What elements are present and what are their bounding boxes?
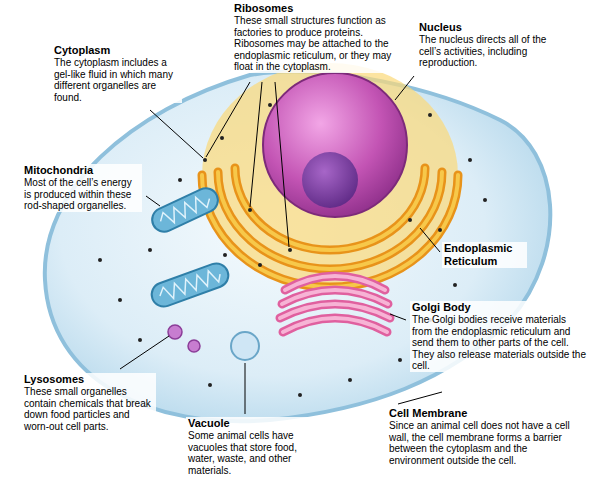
mitochondrion [148, 184, 222, 235]
label-text: The Golgi bodies receive materials from … [410, 314, 588, 372]
label-heading: Mitochondria [22, 164, 142, 177]
er-region [202, 63, 458, 287]
lysosome [168, 325, 182, 339]
label-heading: Nucleus [417, 21, 555, 34]
label-heading: Golgi Body [410, 301, 588, 314]
label-heading: Ribosomes [232, 2, 412, 15]
mitochondrion [148, 260, 231, 310]
label-text: The nucleus directs all of the cell’s ac… [417, 34, 555, 69]
label-heading: Cytoplasm [52, 44, 182, 57]
golgi-body [280, 276, 390, 332]
label-text: These small structures function as facto… [232, 15, 412, 73]
label-heading: Vacuole [186, 417, 318, 430]
leader-lines [120, 76, 442, 414]
vacuole [231, 332, 259, 360]
label-heading: Cell Membrane [387, 407, 587, 420]
nucleolus [302, 152, 358, 208]
label-heading: Endoplasmic Reticulum [442, 242, 527, 268]
label-text: The cytoplasm includes a gel-like fluid … [52, 57, 182, 103]
lysosome [188, 340, 200, 352]
label-text: Most of the cell’s energy is produced wi… [22, 177, 142, 212]
label-text: Some animal cells have vacuoles that sto… [186, 430, 318, 476]
label-heading: Lysosomes [22, 373, 156, 386]
label-text: Since an animal cell does not have a cel… [387, 420, 587, 466]
label-text: These small organelles contain chemicals… [22, 386, 156, 432]
